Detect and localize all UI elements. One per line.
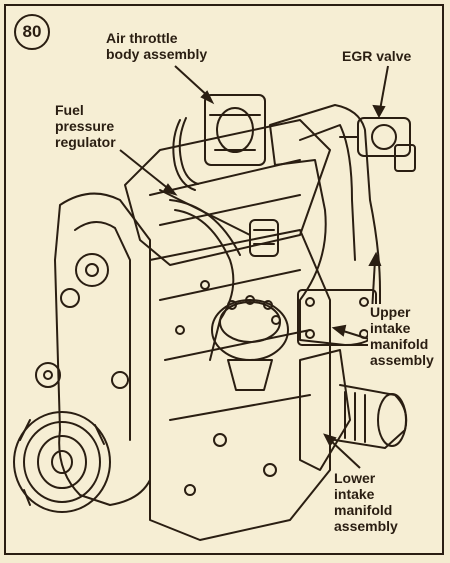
engine-block (149, 229, 331, 541)
figure-number-badge: 80 (14, 14, 50, 50)
oil-filter (334, 384, 408, 449)
label-air-throttle-body: Air throttle body assembly (104, 30, 210, 62)
crank-pulley (13, 411, 111, 513)
label-upper-intake-manifold: Upper intake manifold assembly (368, 304, 436, 368)
distributor (211, 295, 289, 391)
egr-valve (339, 117, 416, 172)
upper-intake-manifold (269, 104, 381, 346)
timing-belt-cover (54, 192, 151, 506)
label-lower-intake-manifold: Lower intake manifold assembly (332, 470, 400, 534)
air-throttle-body (172, 94, 266, 191)
valve-cover (124, 119, 331, 266)
label-fuel-pressure-regulator: Fuel pressure regulator (53, 102, 118, 150)
label-egr-valve: EGR valve (340, 48, 414, 64)
